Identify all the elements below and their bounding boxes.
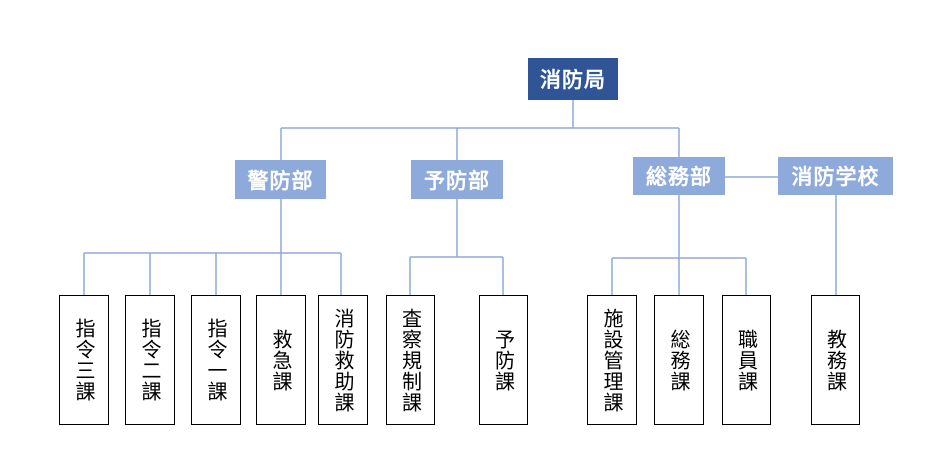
- root-node-label: 消防局: [540, 68, 606, 92]
- unit-node-label: 消防救助課: [331, 307, 355, 413]
- dept-node-label: 予防部: [424, 168, 490, 193]
- unit-node-yobou-ka: 予防課: [479, 295, 528, 425]
- dept-node-label: 消防学校: [791, 165, 880, 189]
- unit-node-shirei3: 指令三課: [59, 295, 109, 425]
- unit-node-sasatsu-kisei: 査察規制課: [386, 295, 435, 425]
- unit-node-label: 予防課: [491, 328, 516, 392]
- unit-node-kyoumu: 教務課: [811, 295, 860, 425]
- unit-node-label: 指令三課: [72, 318, 96, 402]
- dept-node-soumu: 総務部: [633, 157, 725, 195]
- dept-node-label: 総務部: [646, 165, 712, 189]
- unit-node-label: 総務課: [667, 328, 691, 392]
- unit-node-kyuukyuu: 救急課: [256, 295, 306, 425]
- dept-node-gakkou: 消防学校: [778, 157, 893, 195]
- unit-node-label: 教務課: [823, 328, 848, 392]
- unit-node-label: 指令一課: [204, 318, 228, 402]
- unit-node-label: 査察規制課: [398, 307, 423, 413]
- root-node: 消防局: [528, 58, 618, 100]
- dept-node-yobou: 予防部: [411, 160, 503, 199]
- unit-node-shisetsu-kanri: 施設管理課: [587, 295, 637, 425]
- dept-node-keibou: 警防部: [235, 160, 326, 199]
- unit-node-label: 救急課: [269, 328, 293, 392]
- unit-node-label: 職員課: [734, 328, 759, 392]
- unit-node-shokuin: 職員課: [722, 295, 771, 425]
- unit-node-shoubou-kyuujo: 消防救助課: [318, 295, 368, 425]
- dept-node-label: 警防部: [247, 168, 314, 193]
- unit-node-shirei1: 指令一課: [191, 295, 241, 425]
- unit-node-shirei2: 指令二課: [125, 295, 175, 425]
- unit-node-soumu-ka: 総務課: [654, 295, 704, 425]
- unit-node-label: 施設管理課: [600, 307, 624, 413]
- unit-node-label: 指令二課: [138, 318, 162, 402]
